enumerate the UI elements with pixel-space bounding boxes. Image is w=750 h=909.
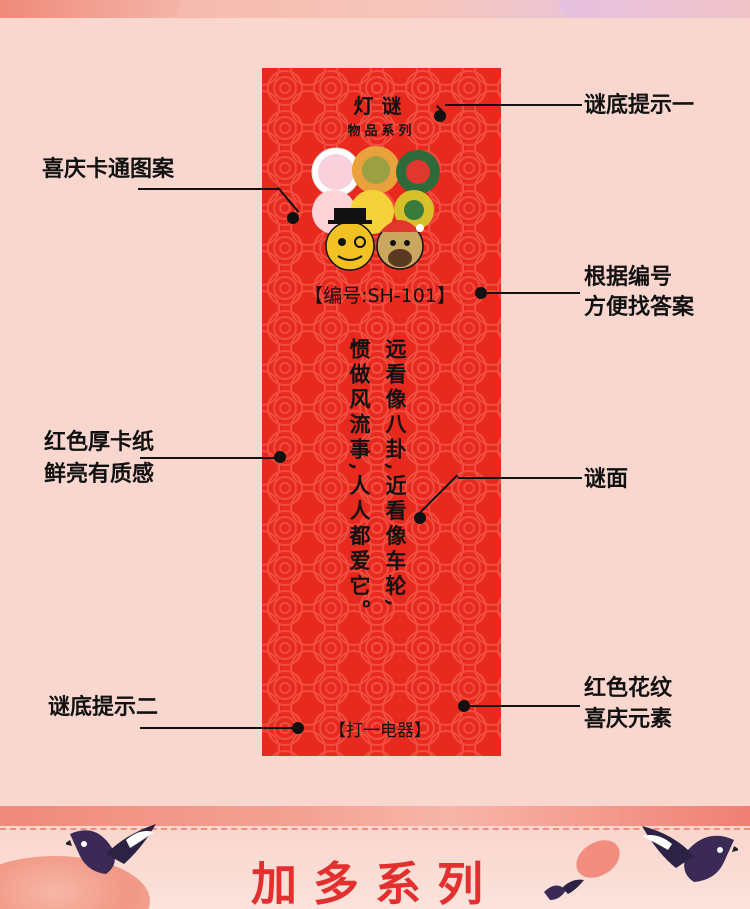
callout-code-line-1: 根据编号 [584, 264, 673, 290]
callout-cartoon: 喜庆卡通图案 [42, 156, 175, 182]
card-title: 灯谜 [353, 94, 410, 118]
callout-hint-1: 谜底提示一 [584, 92, 695, 118]
callout-dot-cardstock [274, 451, 286, 463]
card-subtitle: 物品系列 [347, 124, 416, 139]
series-banner: 加多系列 [0, 806, 750, 909]
callout-line-code [483, 292, 580, 294]
cartoon-lanterns-illustration [311, 146, 440, 271]
magpie-left-icon [66, 824, 156, 874]
callout-dot-riddle [414, 512, 426, 524]
callout-hint-2: 谜底提示二 [48, 694, 159, 720]
riddle-code: 【编号:SH-101】 [304, 285, 456, 307]
banner-dashed-divider [0, 828, 750, 830]
riddle-category: 【打一电器】 [329, 721, 431, 741]
top-decor-right [560, 0, 750, 18]
callout-cardstock-line-2: 鲜亮有质感 [44, 461, 155, 487]
callout-line-hint-2 [140, 727, 292, 729]
callout-pattern-line-1: 红色花纹 [584, 675, 673, 701]
banner-title: 加多系列 [251, 857, 499, 909]
callout-dot-hint-2 [292, 722, 304, 734]
callout-dot-pattern [458, 700, 470, 712]
callout-line-cartoon [138, 188, 278, 190]
callout-line-riddle [458, 477, 582, 479]
callout-dot-code [475, 287, 487, 299]
riddle-column-2: 惯做风流事,人人都爱它。 [347, 338, 372, 625]
callout-line-hint-1 [445, 104, 582, 106]
riddle-card: 灯谜 物品系列 远看像八卦,近看像车轮, 惯做风流事,人人都爱它。 [262, 68, 501, 756]
callout-riddle: 谜面 [584, 466, 629, 492]
callout-line-pattern [466, 705, 580, 707]
riddle-column-1: 远看像八卦,近看像车轮, [383, 338, 408, 611]
callout-pattern-line-2: 喜庆元素 [584, 706, 673, 732]
top-hat-face-icon [325, 221, 375, 271]
banner-band [0, 806, 750, 826]
callout-line-cardstock [140, 457, 276, 459]
callout-dot-cartoon [287, 212, 299, 224]
small-bird-icon [544, 879, 584, 900]
top-decor-left [0, 0, 180, 18]
callout-cardstock-line-1: 红色厚卡纸 [44, 429, 155, 455]
callout-code-line-2: 方便找答案 [584, 294, 695, 320]
magpie-right-icon [642, 826, 738, 882]
top-decor-strip [0, 0, 750, 18]
